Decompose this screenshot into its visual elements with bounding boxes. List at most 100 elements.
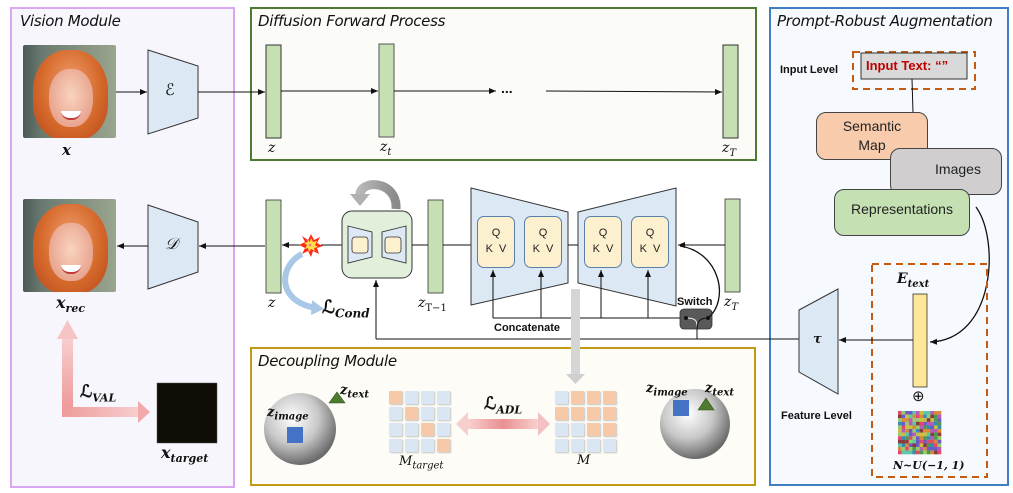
noise-pixel [926,443,931,448]
m-target-matrix [389,391,450,452]
feature-level-label: Feature Level [781,410,852,422]
latent-zT-label: zT [722,140,736,159]
matrix-cell [603,439,616,452]
matrix-cell [555,391,568,404]
noise-pixel [905,418,909,422]
recon-x-sub: rec [65,302,86,316]
text-encoder-tau [798,288,839,395]
noise-pixel [926,439,931,444]
noise-pixel [898,439,902,444]
images-card[interactable]: Images [890,148,1002,195]
left-z-text-sub: text [347,389,369,401]
noise-pixel [937,439,942,444]
noise-pixel [919,429,924,433]
input-level-label: Input Level [780,64,839,76]
noise-pixel [934,439,938,444]
noise-pixel [934,418,938,422]
noise-pixel [908,432,913,437]
noise-pixel [905,425,909,430]
query-label: Q [645,227,655,239]
noise-pixel [908,414,913,419]
noise-pixel [934,425,938,430]
noise-pixel [930,439,935,444]
input-text-box[interactable] [860,52,968,80]
noise-pixel [908,436,913,440]
noise-pixel [908,418,913,422]
matrix-cell [555,423,568,436]
latent-zT-minus-1-bar [427,199,444,294]
noise-pixel [919,450,924,455]
left-text-triangle [328,391,346,404]
decoupling-module-title: Decoupling Module [258,352,397,370]
matrix-cell [421,407,434,420]
oplus-icon: ⊕ [912,388,925,405]
noise-pixel [934,421,938,426]
input-x-label: x [62,141,71,159]
matrix-cell [571,407,584,420]
noise-pixel [905,411,909,415]
noise-pixel [912,411,917,415]
matrix-cell [405,407,418,420]
latent-z-bar [265,44,282,139]
noise-pixel [898,414,902,419]
left-z-image-symbol: z [267,405,275,420]
explosion-icon [299,234,323,257]
latent-zt-symbol: z [380,139,388,155]
noise-pixel [912,421,917,426]
noise-pixel [901,432,906,437]
loop-arrow [355,180,401,210]
reconstructed-face-image [23,199,116,292]
val-loss-sub: VAL [92,391,117,405]
representations-card[interactable]: Representations [834,189,970,236]
noise-pixel [916,443,920,448]
noise-pixel [908,450,913,455]
e-text-symbol: E [897,271,908,287]
target-x-label: xtarget [161,443,208,465]
matrix-cell [587,423,600,436]
noise-pixel [926,436,931,440]
left-z-text-label: ztext [340,383,369,401]
switch-icon[interactable] [679,308,713,331]
key-value-label: K V [592,243,614,255]
noise-pixel [923,436,927,440]
noise-pixel [937,418,942,422]
images-label: Images [935,161,981,178]
noise-pixel [901,414,906,419]
left-z-text-symbol: z [340,383,348,398]
matrix-cell [587,391,600,404]
noise-pixel [901,443,906,448]
matrix-cell [389,407,402,420]
noise-pixel [923,450,927,455]
noise-pixel [916,429,920,433]
noise-pixel [930,418,935,422]
noise-pixel [898,421,902,426]
denoise-zT-label: zT [724,294,738,313]
noise-pixel [926,418,931,422]
noise-pixel [919,411,924,415]
noise-pixel [898,450,902,455]
noise-pixel [898,436,902,440]
noise-pixel [916,436,920,440]
noise-pixel [905,429,909,433]
encoder-block [147,49,199,135]
noise-pixel [905,432,909,437]
denoise-z-bar [265,199,282,294]
noise-pixel [923,432,927,437]
input-face-image [23,45,116,138]
semantic-map-card[interactable]: Semantic Map [816,112,928,160]
key-value-label: K V [532,243,554,255]
val-loss-label: ℒVAL [80,382,116,404]
noise-pixel [923,447,927,451]
val-loss-symbol: ℒ [80,382,93,402]
noise-pixel [901,436,906,440]
matrix-cell [421,439,434,452]
noise-pixel [905,439,909,444]
e-text-label: Etext [897,271,929,290]
text-embedding-bar [912,293,928,388]
m-label: M [577,453,591,468]
zT-minus-1-symbol: z [418,295,426,311]
noise-pixel [937,432,942,437]
latent-zT-bar [722,44,739,139]
